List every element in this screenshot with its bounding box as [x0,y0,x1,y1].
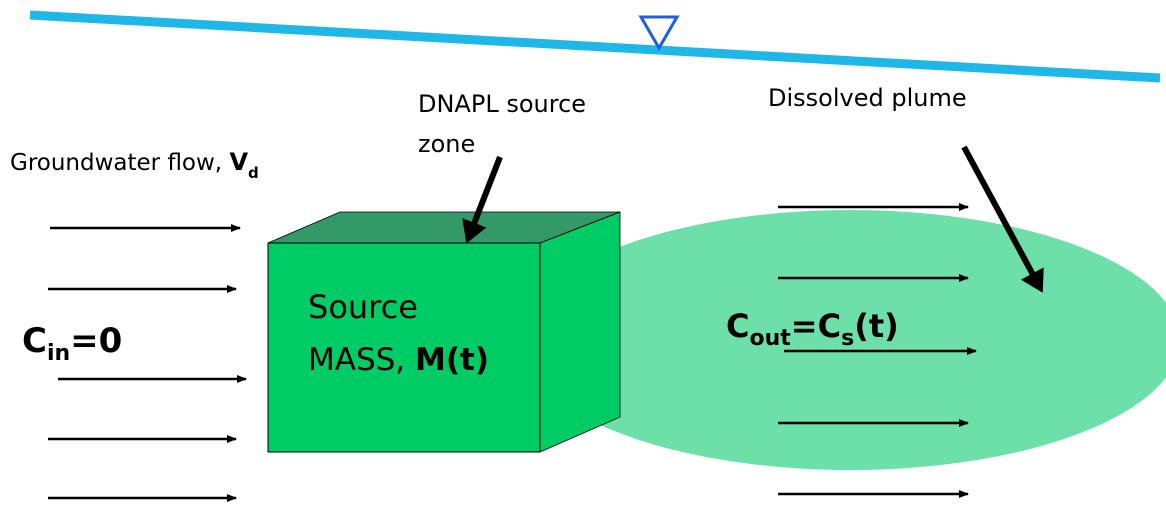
groundwater-flow-label: Groundwater flow, Vd [10,148,259,182]
source-label-line1: Source [308,288,418,326]
water-table-line [29,10,1161,83]
water-table-marker-icon [638,15,680,51]
plume-pointer-arrow-icon [961,145,1044,293]
inflow-arrows [48,224,247,502]
source-label-line2: MASS, M(t) [308,342,489,378]
source-box-side [539,211,621,453]
dissolved-plume-area [520,210,1166,470]
outflow-arrows [778,203,977,498]
source-box [267,211,621,453]
cin-label: Cin=0 [22,321,122,366]
source-box-front [267,242,541,453]
dnapl-pointer-arrow-icon [462,155,503,244]
source-box-top [268,212,620,243]
dissolved-plume-label: Dissolved plume [768,84,967,112]
dnapl-label-line2: zone [418,130,475,158]
dnapl-label-line1: DNAPL source [418,90,586,118]
cout-label: Cout=Cs(t) [726,307,899,351]
